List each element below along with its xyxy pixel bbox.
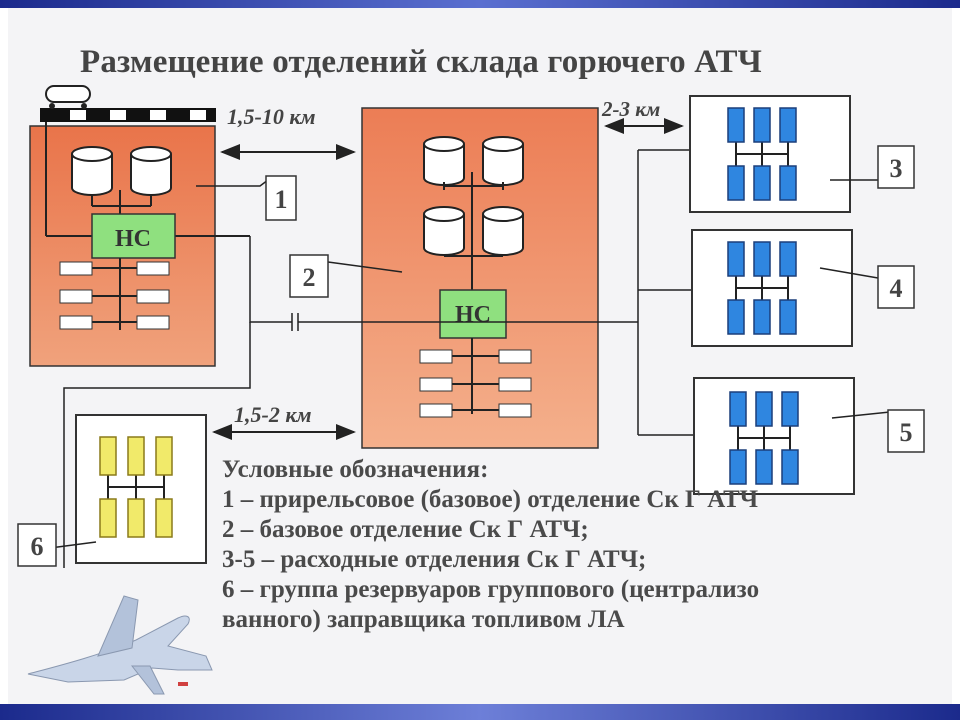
tank-block: [99, 498, 117, 538]
tank-block: [729, 449, 747, 485]
legend-item-5: ванного) заправщика топливом ЛА: [222, 606, 625, 633]
legend-item-1: 1 – прирельсовое (базовое) отделение Ск …: [222, 486, 759, 513]
railway-track: [40, 108, 216, 122]
tank-block: [779, 165, 797, 201]
tank-block: [155, 498, 173, 538]
depot-4-consumable: [691, 229, 853, 347]
depot-1-railside: НС: [29, 122, 250, 367]
tank-block: [727, 241, 745, 277]
tank-block: [781, 391, 799, 427]
tank-block: [753, 241, 771, 277]
legend-item-4: 6 – группа резервуаров группового (центр…: [222, 576, 760, 603]
tank-block: [727, 299, 745, 335]
distance-label-2-6: 1,5-2 км: [234, 402, 312, 427]
svg-text:6: 6: [31, 532, 44, 561]
legend-heading: Условные обозначения:: [222, 456, 489, 483]
tank-block: [755, 449, 773, 485]
svg-text:2: 2: [303, 263, 316, 292]
tank-block: [127, 436, 145, 476]
distance-label-2-3: 2-3 км: [601, 97, 660, 121]
tank-block: [779, 107, 797, 143]
svg-text:3: 3: [890, 154, 903, 183]
tank-block: [779, 241, 797, 277]
pump-station-label: НС: [455, 302, 491, 328]
tank-block: [727, 107, 745, 143]
tank-block: [753, 299, 771, 335]
depot-5-consumable: [693, 377, 855, 495]
depot-2-base: НС: [361, 107, 599, 449]
pump-station-1: НС: [91, 213, 176, 259]
svg-text:4: 4: [890, 274, 903, 303]
distance-arrows: [212, 118, 684, 440]
pump-station-label: НС: [115, 226, 151, 252]
slide-title: Размещение отделений склада горючего АТЧ: [80, 44, 763, 80]
tank-icon: [482, 136, 524, 186]
tank-block: [755, 391, 773, 427]
legend: Условные обозначения: 1 – прирельсовое (…: [222, 455, 759, 635]
legend-item-3: 3-5 – расходные отделения Ск Г АТЧ;: [222, 546, 647, 573]
pipelines: [63, 149, 712, 568]
tank-block: [729, 391, 747, 427]
tank-block: [753, 107, 771, 143]
tank-block: [127, 498, 145, 538]
tank-icon: [423, 206, 465, 256]
svg-text:5: 5: [900, 418, 913, 447]
aircraft-icon: [27, 595, 213, 695]
tank-block: [779, 299, 797, 335]
tank-icon: [482, 206, 524, 256]
tank-block: [753, 165, 771, 201]
tank-block: [781, 449, 799, 485]
callout-3: 3: [877, 145, 915, 189]
bottom-frame-bar: [0, 704, 960, 720]
callout-6: 6: [17, 523, 57, 567]
tank-icon: [71, 146, 113, 196]
legend-item-2: 2 – базовое отделение Ск Г АТЧ;: [222, 516, 589, 543]
callout-2: 2: [289, 254, 329, 298]
callout-1: 1: [265, 175, 297, 221]
depot-6-group-refueler: [75, 414, 207, 564]
tank-icon: [130, 146, 172, 196]
top-frame-bar: [0, 0, 960, 8]
tank-block: [99, 436, 117, 476]
depot-3-consumable: [689, 95, 851, 213]
distance-label-1-2: 1,5-10 км: [227, 104, 316, 129]
callout-4: 4: [877, 265, 915, 309]
callout-5: 5: [887, 409, 925, 453]
svg-text:1: 1: [275, 185, 288, 214]
rail-car-icon: [45, 85, 91, 109]
tank-block: [727, 165, 745, 201]
tank-block: [155, 436, 173, 476]
tank-icon: [423, 136, 465, 186]
pump-station-2: НС: [439, 289, 507, 339]
